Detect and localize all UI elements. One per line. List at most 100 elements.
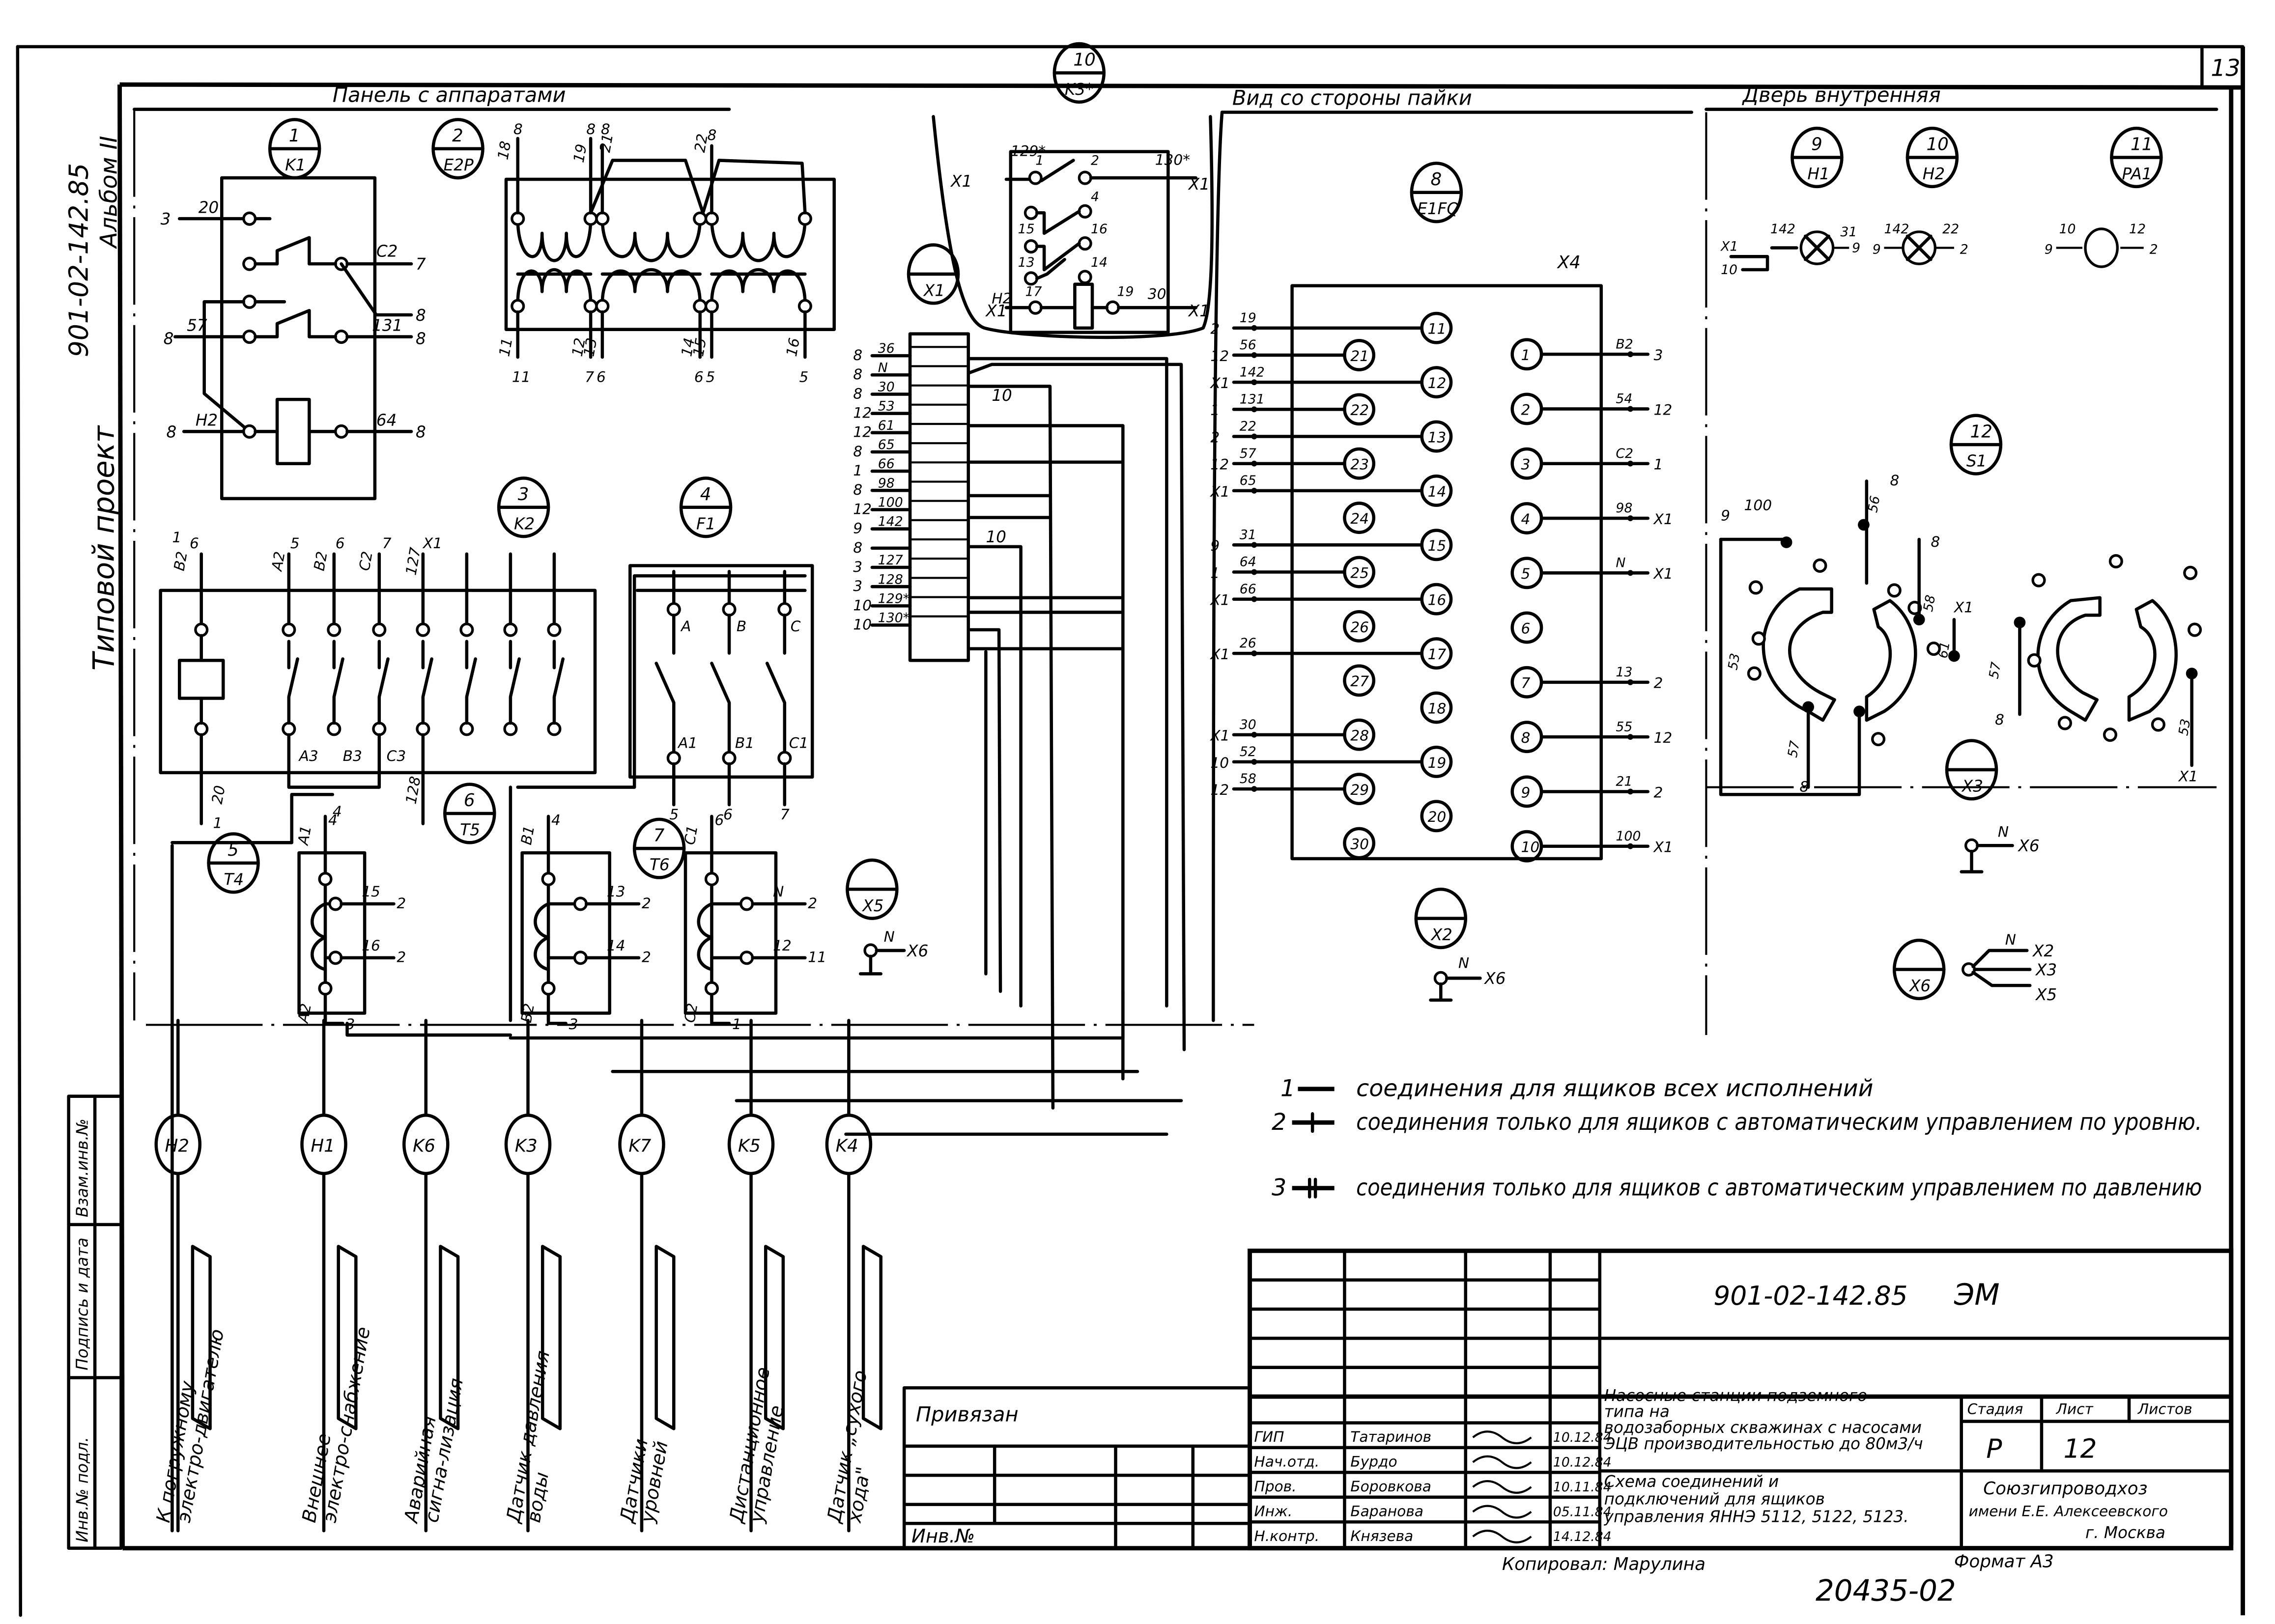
winding [311, 902, 327, 971]
sheets-label: Листов [2137, 1400, 2192, 1418]
designator-ref: T6 [650, 856, 670, 874]
terminal [693, 211, 708, 226]
sheet-label: Лист [2056, 1400, 2094, 1418]
x4-wire-end: 10 [1210, 754, 1229, 771]
x1-row-end-label: 8 [853, 365, 862, 383]
x1-row-end-label: 8 [853, 385, 862, 402]
k3-contact-19: 19 [1117, 284, 1134, 299]
panel-ground-x6: N X6 [858, 928, 928, 976]
x4-wire-end: X1 [1209, 483, 1229, 500]
x4-pin-number: 14 [1428, 483, 1447, 500]
k2-pole-terminal [372, 622, 387, 637]
project-title-line: ЭЦВ производительностью до 80м3/ч [1604, 1434, 1923, 1453]
e2p-top-end-3: 8 [601, 120, 610, 138]
x1-row-end-label: 8 [853, 539, 862, 556]
meter-end-9: 9 [2045, 242, 2053, 257]
lamp-h1: 142 31 X1 10 9 [1720, 222, 1860, 278]
sheet-corner-number: 13 [2211, 55, 2240, 82]
designator-number: 10 [1073, 50, 1095, 70]
k2-top-wire-c2: C2 [355, 550, 375, 572]
x4-wire-junction [1251, 379, 1257, 386]
external-connections: H2К погружномуэлектро-двигателюH1Внешнее… [152, 1019, 882, 1533]
staff-role: Н.контр. [1254, 1527, 1319, 1544]
transformer-out-end: 2 [642, 949, 651, 966]
legend-text-3: соединения только для ящиков с автоматич… [1356, 1175, 2202, 1202]
k1-wire-64: 64 [376, 411, 397, 430]
external-ref: K3 [515, 1136, 538, 1156]
terminal [704, 981, 719, 996]
designator-x6: X6 [1892, 938, 1946, 1001]
k2-pole-terminal [327, 722, 341, 736]
x4-terminal-pin [1420, 691, 1453, 724]
designator-x1: X1 [907, 243, 960, 305]
side-title: 901-02-142.85 Альбом II Типовой проект [63, 136, 122, 671]
project-title-line: Насосные станции подземного [1604, 1386, 1867, 1405]
external-ref: H1 [311, 1136, 335, 1156]
x4-wire-junction [1627, 515, 1634, 521]
x4-wire-junction [1251, 352, 1257, 358]
designator-number: 10 [1927, 135, 1949, 155]
x4-wire-junction [1251, 487, 1257, 494]
lamp-h1-end-9: 9 [1852, 240, 1860, 255]
terminal [595, 211, 610, 226]
x1-row-wire-label: 30 [878, 380, 895, 395]
x4-wire-label: 100 [1616, 829, 1641, 844]
s1-label-8c: 8 [1799, 778, 1809, 795]
staff-name: Татаринов [1350, 1428, 1431, 1445]
s1-contact-pin [2188, 622, 2202, 637]
x4-wire-label: C2 [1616, 446, 1633, 461]
x4-wire-label: 65 [1240, 473, 1256, 488]
s1-contact-pin [2151, 717, 2165, 732]
f1-bottom-b1: B1 [735, 734, 754, 751]
designator-number: 3 [518, 484, 529, 504]
x4-pin-number: 2 [1521, 401, 1531, 418]
side-album: Альбом II [96, 136, 123, 249]
designator-number: 1 [289, 126, 300, 146]
bottom-lead [710, 1011, 731, 1025]
f1-pole-terminal [666, 602, 681, 617]
tap-terminal [328, 951, 343, 965]
x1-row-end-label: 8 [853, 346, 862, 364]
k3-contact-17: 17 [1025, 284, 1042, 299]
x4-left-terminal: 30 [1343, 827, 1376, 860]
terminal [704, 299, 719, 313]
k2-top-end-6a: 6 [190, 534, 199, 552]
designator-ref: S1 [1966, 452, 1987, 471]
bottom-lead [546, 1011, 568, 1025]
k2-pole-terminal [372, 722, 387, 736]
x4-wire-label: 57 [1240, 446, 1256, 461]
k2-pole-terminal [194, 722, 209, 736]
designator-ref: F1 [696, 514, 716, 533]
s1-label-x1b: X1 [2178, 768, 2198, 785]
s1-label-8b: 8 [1931, 533, 1940, 550]
x4-wire-junction [1627, 843, 1634, 849]
designator-ref: E2P [444, 156, 474, 174]
x1-row-wire-label: 98 [878, 476, 895, 491]
k2-pole-terminal [459, 622, 474, 637]
x4-pin-number: 5 [1521, 565, 1531, 582]
panel-ground-wire: N [884, 928, 895, 945]
s1-label-8d: 8 [1995, 711, 2004, 728]
x4-wire-end: 9 [1210, 537, 1220, 554]
k2-contact [287, 640, 299, 725]
transformer-in-label: 4 [551, 812, 561, 829]
legend-num-1: 1 [1280, 1075, 1295, 1102]
s1-contact-pin [2031, 573, 2046, 588]
x4-pin-number: 15 [1428, 537, 1447, 554]
transformer-out-wire: 15 [362, 883, 380, 900]
transformer-out-end: 11 [808, 949, 826, 966]
e2p-bottom-end: 5 [799, 368, 808, 386]
secondary-winding [710, 268, 807, 305]
x4-pin-number: 8 [1521, 729, 1531, 746]
x4-wire-label: 66 [1240, 582, 1256, 597]
designator-ref: X6 [1908, 977, 1931, 995]
designator-ref: K1 [285, 156, 306, 174]
